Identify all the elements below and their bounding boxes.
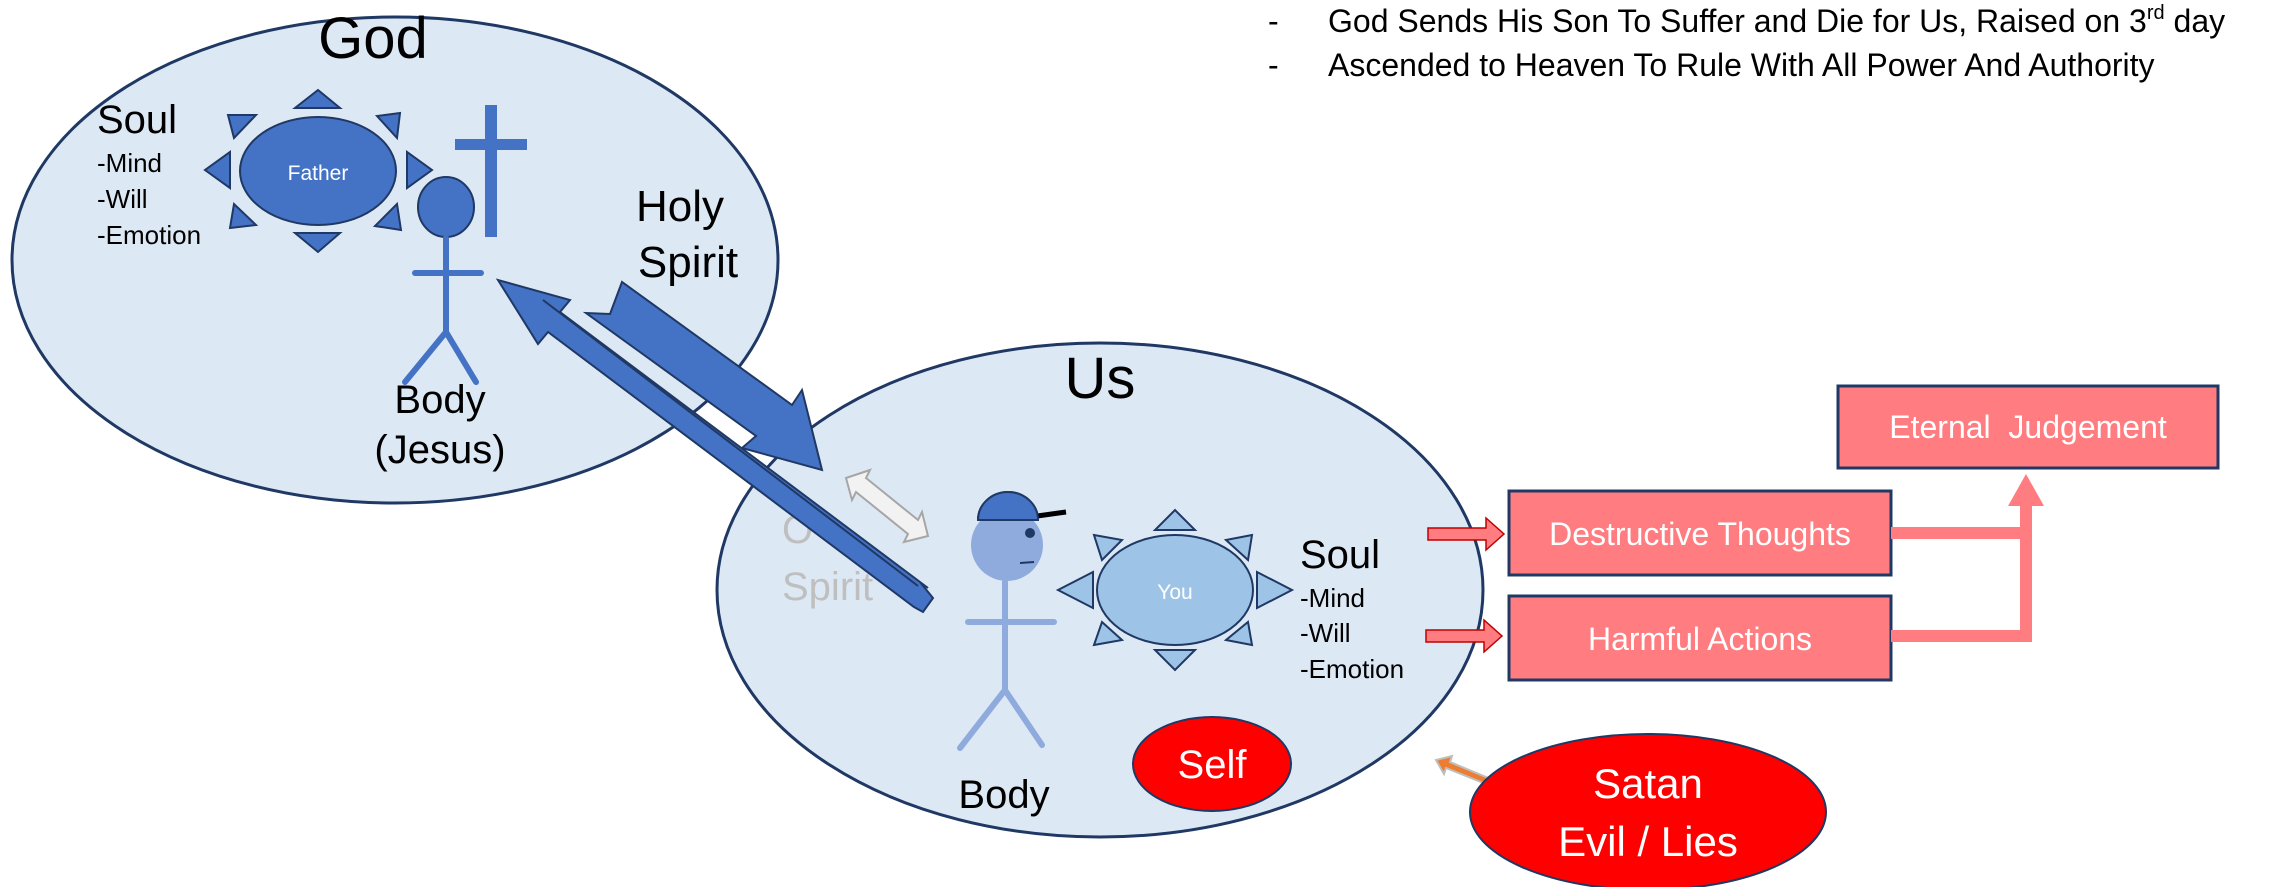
bullet-item-2: Ascended to Heaven To Rule With All Powe… [1328, 47, 2155, 83]
god-ellipse [10, 15, 780, 505]
harmful-actions-box [1507, 594, 1893, 682]
soul-to-actions-arrow-icon [1425, 618, 1504, 654]
father-label: Father [288, 162, 349, 185]
harmful-actions-label: Harmful Actions [1588, 621, 1812, 657]
soul-to-thoughts-arrow-icon [1427, 516, 1506, 552]
faded-spirit-label-2: Spirit [782, 565, 873, 609]
judgement-connector-icon [1891, 474, 2044, 642]
god-body-label: Body [394, 378, 485, 422]
us-soul-title: Soul [1300, 533, 1380, 577]
us-title: Us [1065, 346, 1136, 411]
evil-lies-label: Evil / Lies [1558, 818, 1738, 865]
eternal-judgement-label: Eternal Judgement [1889, 409, 2167, 445]
spirit-arrow-up-icon [495, 278, 935, 614]
god-soul-emotion: -Emotion [97, 220, 201, 250]
bullet-dash: - [1268, 47, 1279, 83]
jesus-label: (Jesus) [374, 428, 505, 472]
satan-ellipse [1469, 733, 1827, 887]
bullet-list: - God Sends His Son To Suffer and Die fo… [1268, 2, 2225, 83]
eternal-judgement-box [1836, 384, 2220, 470]
destructive-thoughts-label: Destructive Thoughts [1549, 516, 1851, 552]
us-soul-emotion: -Emotion [1300, 654, 1404, 684]
spirit-arrow-down-icon [582, 280, 824, 472]
satan-region: Satan Evil / Lies [1434, 733, 1827, 887]
god-soul-will: -Will [97, 184, 148, 214]
holy-spirit-label-2: Spirit [638, 238, 738, 287]
cross-icon [455, 105, 527, 237]
us-soul-will: -Will [1300, 618, 1351, 648]
holy-spirit-arrows [495, 278, 935, 614]
us-soul-mind: -Mind [1300, 583, 1365, 613]
destructive-thoughts-box [1507, 489, 1893, 577]
father-sun-icon [203, 88, 434, 254]
you-figure-icon [957, 491, 1067, 751]
bullet-item-1: God Sends His Son To Suffer and Die for … [1328, 2, 2225, 39]
you-label: You [1157, 581, 1192, 604]
satan-label: Satan [1593, 760, 1703, 807]
god-soul-mind: -Mind [97, 148, 162, 178]
faded-double-arrow-icon [844, 468, 930, 544]
god-soul-title: Soul [97, 98, 177, 142]
holy-spirit-label-1: Holy [636, 182, 724, 231]
bullet-dash: - [1268, 3, 1279, 39]
self-ellipse [1132, 716, 1292, 812]
us-region: Us O Spirit [715, 341, 1485, 839]
god-region: God Soul -Mind -Will -Emotion Father [10, 6, 780, 505]
outcomes: Destructive Thoughts Harmful Actions Ete… [1425, 384, 2220, 682]
us-body-label: Body [958, 773, 1049, 817]
jesus-figure-icon [402, 176, 484, 385]
self-label: Self [1178, 743, 1248, 787]
you-sun-icon [1055, 508, 1295, 672]
god-title: God [318, 6, 428, 71]
